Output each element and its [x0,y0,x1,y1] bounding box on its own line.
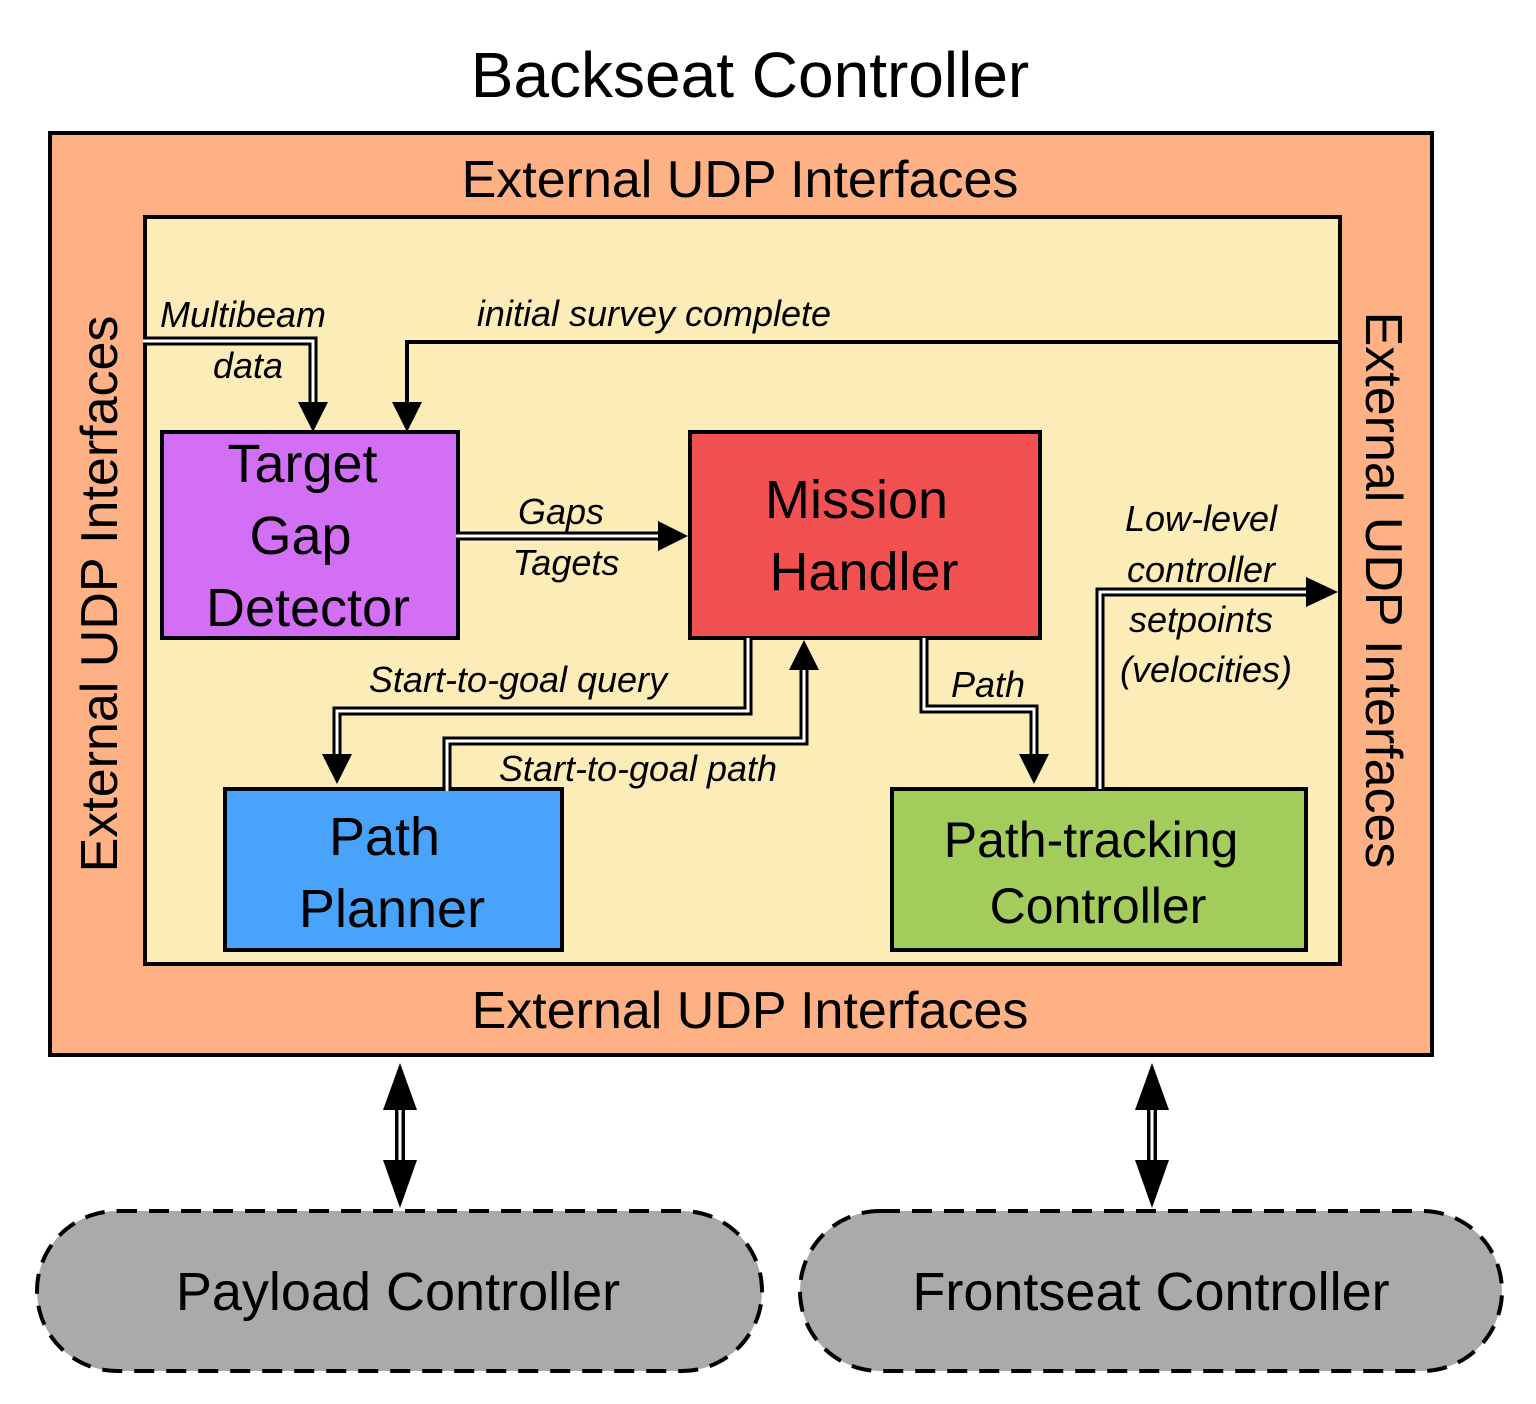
edge-path-return-arrowhead [789,640,819,670]
edges [143,336,1340,1208]
edge-query-core [335,638,750,756]
path-planner-node: Path Planner [223,787,564,952]
path-tracking-controller-label-line: Controller [990,878,1207,934]
payload-controller-node: Payload Controller [35,1209,764,1373]
edge-label-start-to-goal-query: Start-to-goal query [369,659,669,700]
frontseat-controller-label: Frontseat Controller [912,1262,1389,1322]
mission-handler-box [688,430,1042,640]
edge-label-initial-survey: initial survey complete [477,293,831,334]
edge-query-arrowhead [322,754,352,784]
edge-label-gaps-targets-line: Gaps [518,491,604,532]
mission-handler-label-line: Handler [769,542,958,602]
edge-setpoints-arrowhead [1306,577,1338,607]
mission-handler-node: Mission Handler [688,430,1042,640]
edge-frontseat-link-arrowhead-down [1135,1160,1169,1208]
payload-controller-shape [35,1209,764,1373]
interface-label-right: External UDP Interfaces [1354,312,1412,869]
interface-label-left: External UDP Interfaces [71,316,129,873]
edge-label-low-level-line: (velocities) [1120,649,1292,690]
payload-controller-label: Payload Controller [176,1262,620,1322]
edge-setpoints-core [1098,590,1308,789]
diagram-title: Backseat Controller [471,39,1029,111]
edge-label-start-to-goal-path: Start-to-goal path [499,748,777,789]
edge-payload-link-arrowhead-down [383,1160,417,1208]
frontseat-controller-node: Frontseat Controller [798,1209,1504,1373]
edge-path-return-core [445,668,806,791]
interface-label-top: External UDP Interfaces [462,151,1019,209]
edge-initial-survey-line [405,340,1340,404]
target-gap-detector-node: Target Gap Detector [160,430,460,640]
path-planner-box [223,787,564,952]
edge-label-gaps-targets-line: Tagets [513,542,620,583]
path-planner-label-line: Path [329,807,440,867]
path-tracking-controller-node: Path-tracking Controller [890,787,1308,952]
mission-handler-label-line: Mission [765,470,948,530]
edge-frontseat-link-arrowhead-up [1135,1063,1169,1110]
target-gap-detector-box [160,430,460,640]
path-planner-label: Path Planner [299,807,485,939]
path-tracking-controller-label: Path-tracking Controller [944,812,1253,934]
edge-label-path: Path [951,664,1025,705]
edge-gaps-targets-arrowhead [658,521,688,551]
mission-handler-label: Mission Handler [765,470,963,602]
edge-label-multibeam: Multibeam data [160,294,336,386]
target-gap-detector-label-line: Target [227,434,377,494]
target-gap-detector-label: Target Gap Detector [206,434,410,638]
target-gap-detector-label-line: Gap [249,506,351,566]
interface-label-bottom: External UDP Interfaces [472,982,1029,1040]
edge-label-multibeam-line: data [213,345,283,386]
edge-label-multibeam-line: Multibeam [160,294,326,335]
target-gap-detector-label-line: Detector [206,578,410,638]
edge-label-gaps-targets: Gaps Tagets [513,491,620,583]
path-planner-label-line: Planner [299,879,485,939]
edge-path-arrowhead [1019,754,1049,784]
edge-label-low-level-line: controller [1127,549,1277,590]
edge-payload-link-arrowhead-up [383,1063,417,1110]
edge-multibeam-arrowhead [298,402,328,432]
path-tracking-controller-box [890,787,1308,952]
path-tracking-controller-label-line: Path-tracking [944,812,1239,868]
edge-label-low-level-line: setpoints [1129,599,1273,640]
edge-multibeam-core [143,339,315,404]
edge-label-low-level: Low-level controller setpoints (velociti… [1120,498,1292,690]
edge-initial-survey-arrowhead [392,402,422,432]
edge-label-low-level-line: Low-level [1125,498,1278,539]
edge-path-core [922,638,1036,756]
frontseat-controller-shape [798,1209,1504,1373]
